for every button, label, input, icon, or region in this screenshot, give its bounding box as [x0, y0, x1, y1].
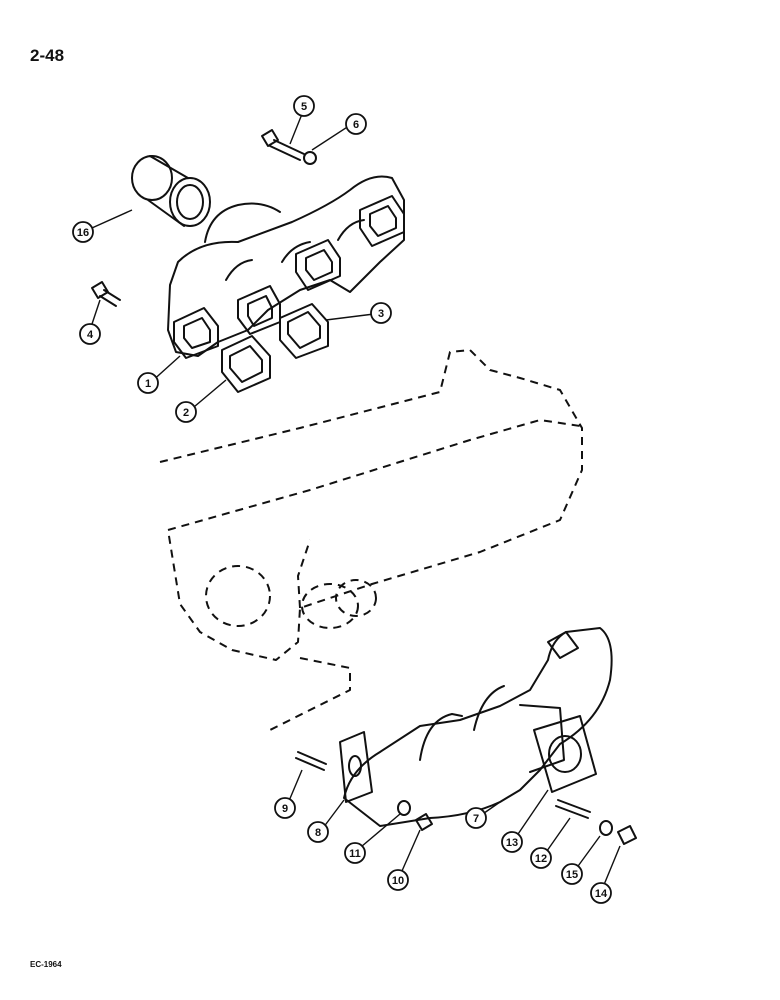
bolt-part-5 [261, 129, 305, 161]
svg-text:6: 6 [353, 119, 359, 131]
svg-text:10: 10 [392, 875, 404, 887]
washer-part-15 [599, 820, 613, 836]
callout-7: 7 [465, 807, 487, 829]
sleeve-part-16 [131, 155, 211, 227]
stud-part-9 [295, 751, 327, 771]
svg-text:1: 1 [145, 378, 151, 390]
callout-10: 10 [387, 869, 409, 891]
callout-13: 13 [501, 831, 523, 853]
callout-5: 5 [293, 95, 315, 117]
svg-text:11: 11 [349, 848, 361, 860]
washer-part-6 [303, 151, 317, 165]
flange-plate-part-13 [533, 715, 597, 793]
svg-text:4: 4 [87, 329, 94, 341]
svg-text:12: 12 [535, 853, 547, 865]
cylinder-head-outline [159, 349, 583, 731]
svg-text:3: 3 [378, 308, 384, 320]
svg-text:15: 15 [566, 869, 578, 881]
bolt-part-4 [91, 281, 121, 307]
page-number: 2-48 [30, 46, 65, 65]
svg-text:16: 16 [77, 227, 89, 239]
lower-exhaust-manifold [343, 627, 613, 827]
callout-4: 4 [79, 323, 101, 345]
svg-text:7: 7 [473, 813, 479, 825]
svg-text:9: 9 [282, 803, 288, 815]
stud-part-12 [555, 799, 591, 819]
gasket-part-3 [279, 303, 329, 359]
svg-text:5: 5 [301, 101, 307, 113]
callout-11: 11 [344, 842, 366, 864]
callout-16: 16 [72, 221, 94, 243]
callout-3: 3 [370, 302, 392, 324]
svg-text:8: 8 [315, 827, 321, 839]
svg-text:13: 13 [506, 837, 518, 849]
callout-8: 8 [307, 821, 329, 843]
washer-part-11 [397, 800, 411, 816]
upper-exhaust-manifold [167, 175, 405, 359]
callout-12: 12 [530, 847, 552, 869]
callout-1: 1 [137, 372, 159, 394]
callout-14: 14 [590, 882, 612, 904]
callout-6: 6 [345, 113, 367, 135]
svg-text:14: 14 [595, 888, 608, 900]
gasket-part-8 [339, 731, 373, 803]
figure-code: EC-1964 [30, 960, 62, 969]
callout-15: 15 [561, 863, 583, 885]
svg-text:2: 2 [183, 407, 189, 419]
nut-part-10 [415, 813, 433, 831]
callout-9: 9 [274, 797, 296, 819]
callout-2: 2 [175, 401, 197, 423]
gasket-part-2 [221, 335, 271, 393]
nut-part-14 [617, 825, 637, 845]
